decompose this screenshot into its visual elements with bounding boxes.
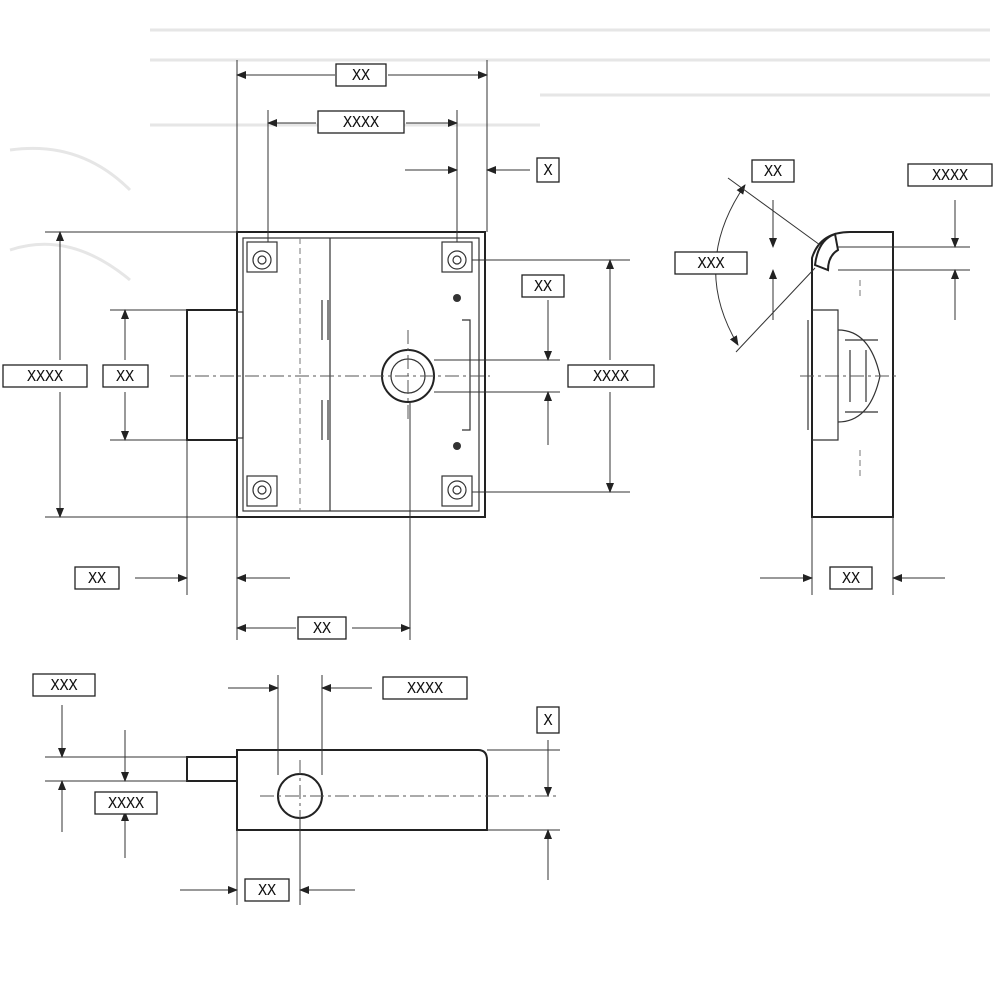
dim-label-text: XX <box>842 569 860 587</box>
dim-label-side-width: XX <box>829 566 873 590</box>
dim-label-bottom-left-mid: XXXX <box>94 791 158 815</box>
dim-label-bottom-top-right: XXXX <box>382 676 468 700</box>
dim-label-angle-b: XXX <box>674 251 748 275</box>
dim-label-text: XXXX <box>407 679 443 697</box>
dim-label-top-overall: XX <box>335 63 387 87</box>
screw-icon <box>246 241 278 273</box>
dim-label-text: XX <box>313 619 331 637</box>
dim-label-text: X <box>543 161 552 179</box>
dim-label-text: XX <box>352 66 370 84</box>
background-ghost-lines <box>9 28 990 282</box>
side-view-dimensions <box>715 177 970 595</box>
screw-icon <box>441 475 473 507</box>
front-view <box>170 231 490 518</box>
dim-label-text: XX <box>764 162 782 180</box>
screw-icon <box>441 241 473 273</box>
bottom-view-dimensions <box>45 675 560 905</box>
marker-dot-icon <box>453 294 461 302</box>
side-view <box>800 231 900 518</box>
dim-label-bottom-boss: XX <box>74 566 120 590</box>
dim-label-bottom-center: XX <box>297 616 347 640</box>
dim-label-bottom-bottom: XX <box>244 878 290 902</box>
dim-label-slot: XXXX <box>907 163 993 187</box>
dim-label-top-offset: X <box>536 157 560 183</box>
marker-dot-icon <box>453 442 461 450</box>
screw-icon <box>246 475 278 507</box>
dim-label-text: X <box>543 711 552 729</box>
dim-label-left-boss: XX <box>102 364 149 388</box>
dim-label-text: XXXX <box>343 113 379 131</box>
dim-label-top-holes: XXXX <box>317 110 405 134</box>
dim-label-bottom-right: X <box>536 706 560 734</box>
dim-label-text: XXXX <box>593 367 629 385</box>
dim-label-text: XXXX <box>27 367 63 385</box>
dim-label-text: XXX <box>697 254 724 272</box>
dim-label-text: XX <box>88 569 106 587</box>
bottom-view <box>186 749 560 831</box>
dim-label-text: XXXX <box>108 794 144 812</box>
dim-label-text: XX <box>258 881 276 899</box>
dim-label-text: XX <box>534 277 552 295</box>
dim-label-right-small: XX <box>521 274 565 298</box>
dim-label-bottom-top-left: XXX <box>32 673 96 697</box>
front-view-dimensions <box>45 60 630 640</box>
dim-label-right-holes: XXXX <box>567 364 655 388</box>
dim-label-angle-a: XX <box>751 159 795 183</box>
dim-label-text: XX <box>116 367 134 385</box>
dim-label-left-overall: XXXX <box>2 364 88 388</box>
dim-label-text: XXXX <box>932 166 968 184</box>
dim-label-text: XXX <box>50 676 77 694</box>
